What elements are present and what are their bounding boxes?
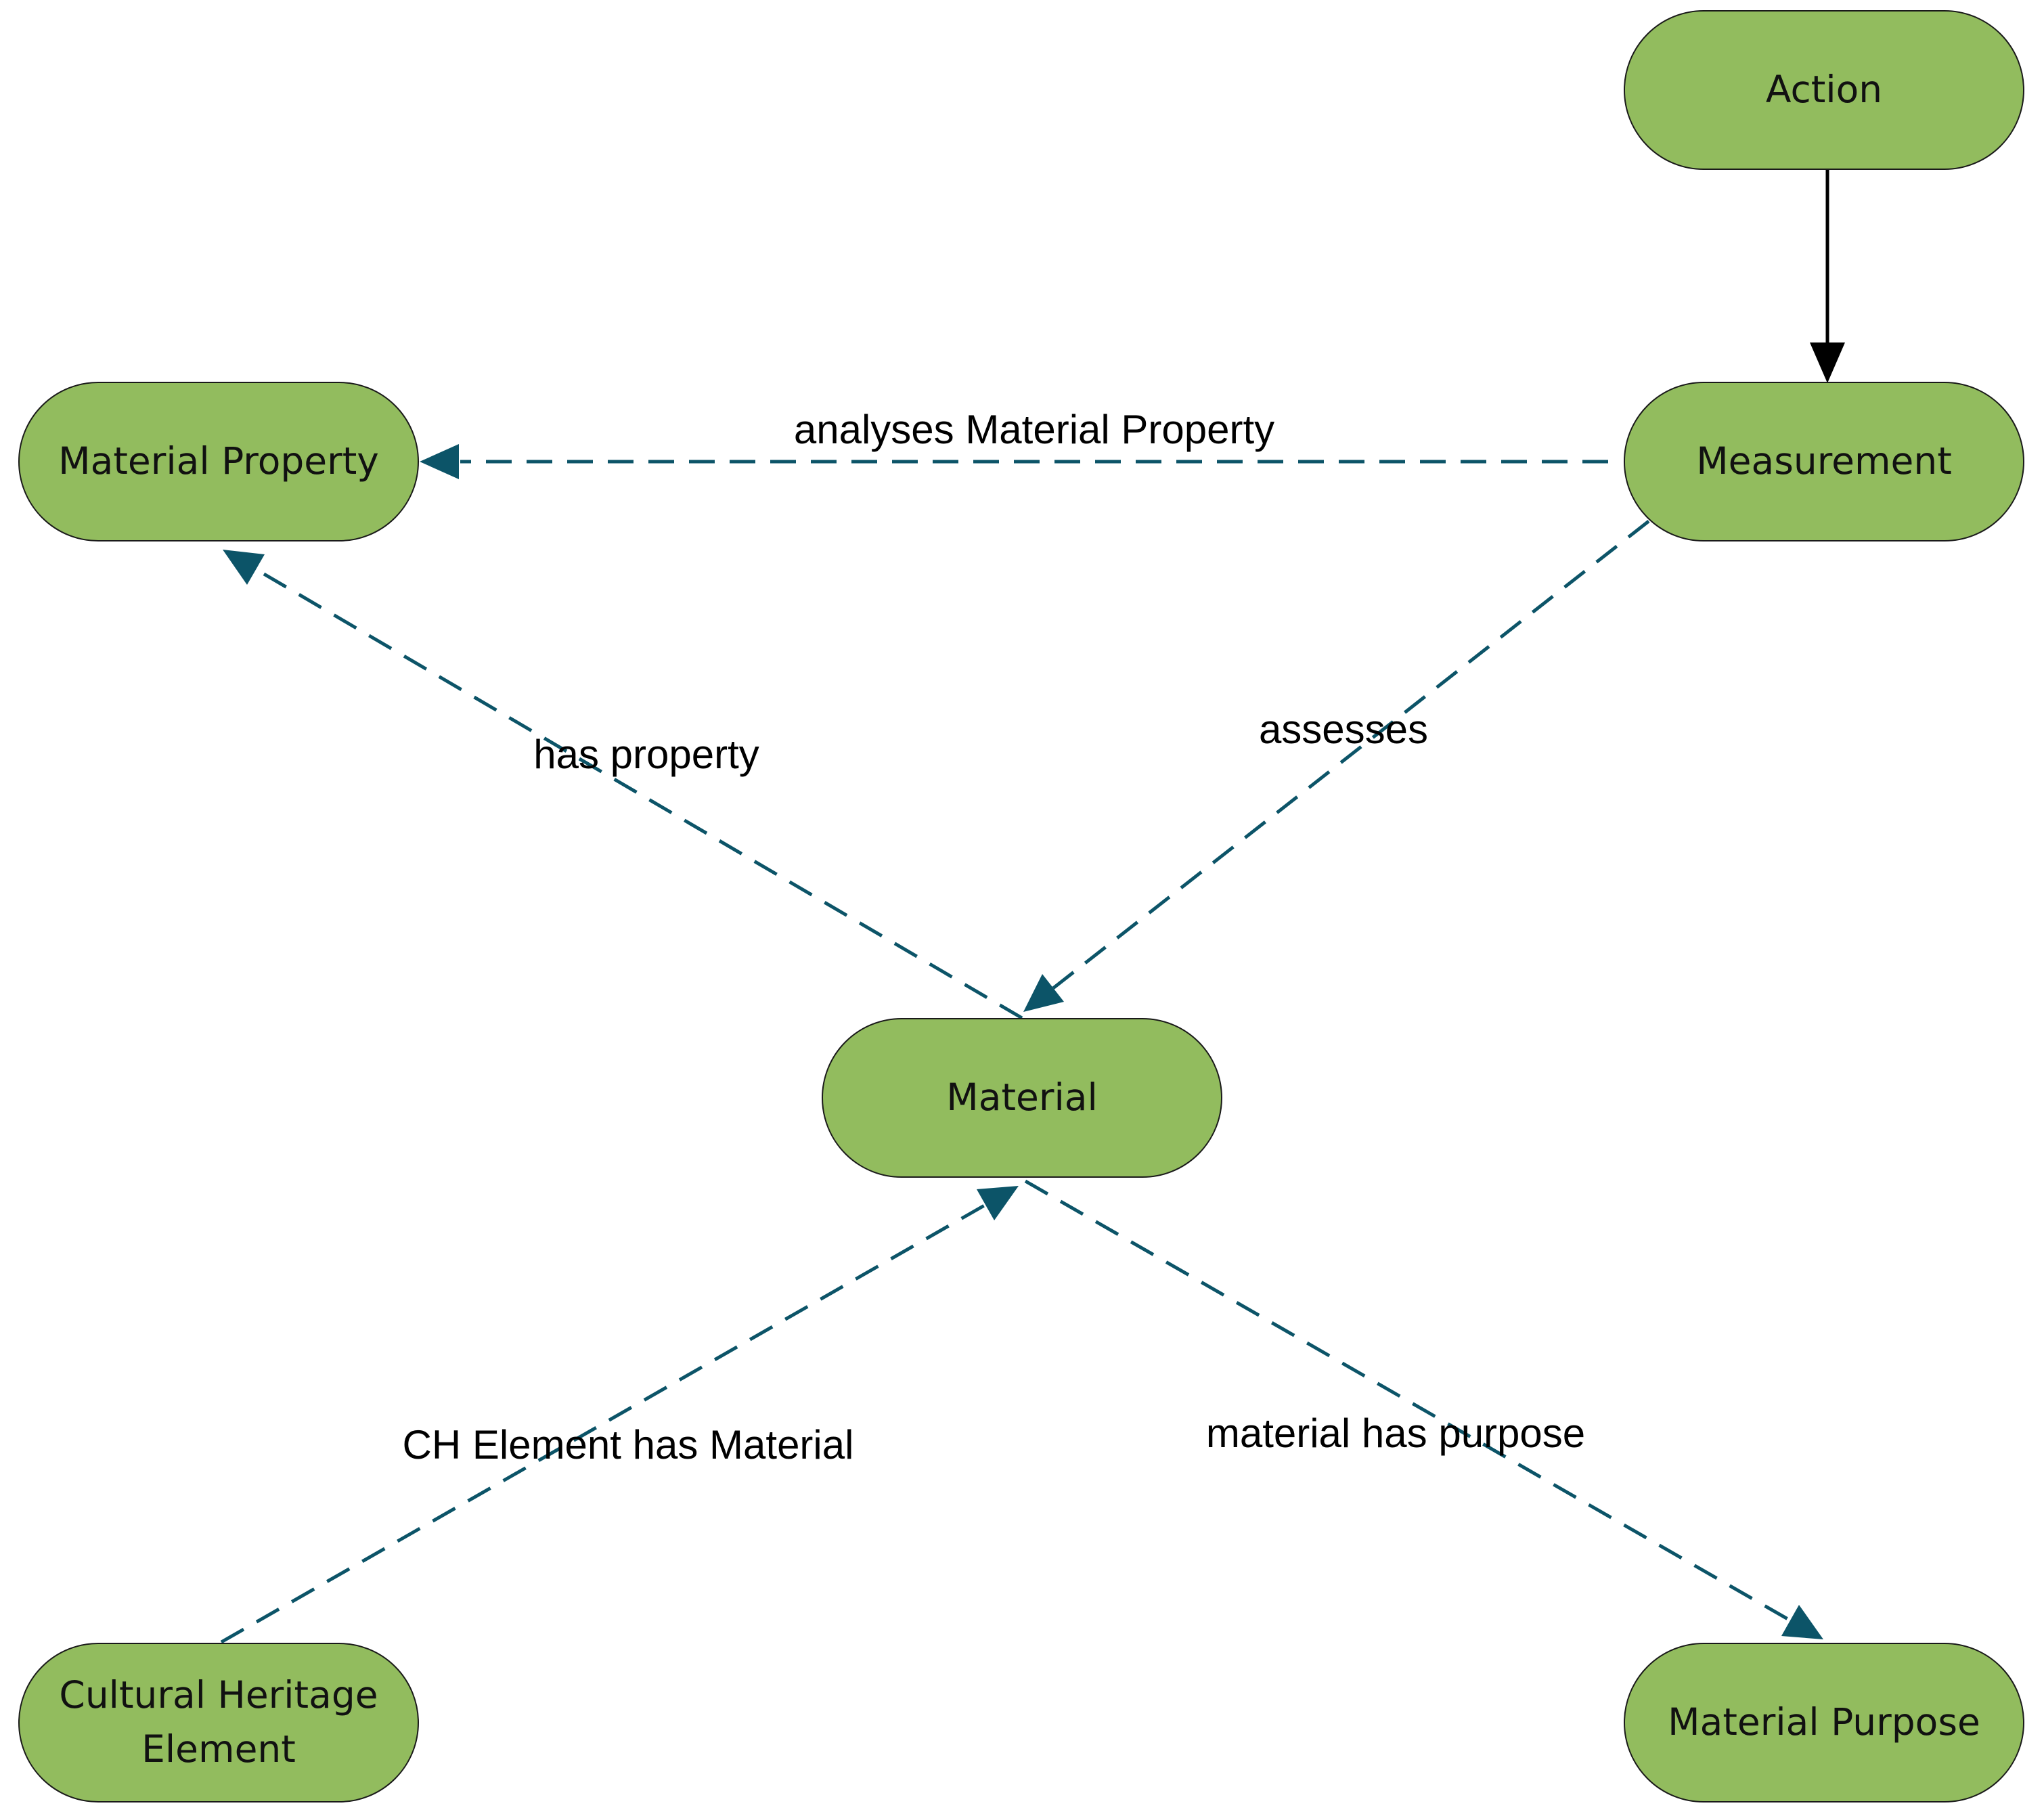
edge-assesses	[1052, 520, 1650, 990]
arrowhead-material-property-has	[223, 550, 265, 585]
label-has-property: has property	[533, 732, 759, 777]
node-material-property-label: Material Property	[58, 439, 379, 483]
node-material-purpose-label: Material Purpose	[1668, 1700, 1980, 1744]
node-material[interactable]: Material	[822, 1018, 1222, 1178]
label-assesses: assesses	[1259, 707, 1428, 752]
label-analyses: analyses Material Property	[794, 407, 1274, 452]
node-action[interactable]: Action	[1624, 10, 2024, 170]
node-measurement-label: Measurement	[1696, 439, 1952, 483]
node-material-purpose[interactable]: Material Purpose	[1624, 1643, 2024, 1802]
label-ch-element-has-material: CH Element has Material	[403, 1422, 854, 1467]
arrowhead-material-assesses	[1023, 974, 1064, 1012]
node-material-property[interactable]: Material Property	[18, 382, 419, 541]
arrowhead-measurement	[1810, 342, 1845, 383]
arrowhead-material-property-analyses	[420, 444, 459, 479]
node-measurement[interactable]: Measurement	[1624, 382, 2024, 541]
edge-material-has-purpose	[1024, 1179, 1792, 1622]
arrowhead-material-ch	[977, 1186, 1019, 1220]
node-action-label: Action	[1766, 68, 1882, 111]
arrowhead-material-purpose	[1781, 1605, 1823, 1639]
node-cultural-heritage-element[interactable]: Cultural Heritage Element	[18, 1643, 419, 1802]
node-material-label: Material	[946, 1076, 1097, 1119]
node-cultural-heritage-element-label-line2: Element	[141, 1727, 296, 1771]
edge-has-property	[254, 567, 1023, 1020]
edge-ch-element-has-material	[220, 1203, 987, 1644]
node-cultural-heritage-element-label-line1: Cultural Heritage	[59, 1673, 378, 1717]
label-material-has-purpose: material has purpose	[1206, 1411, 1585, 1456]
